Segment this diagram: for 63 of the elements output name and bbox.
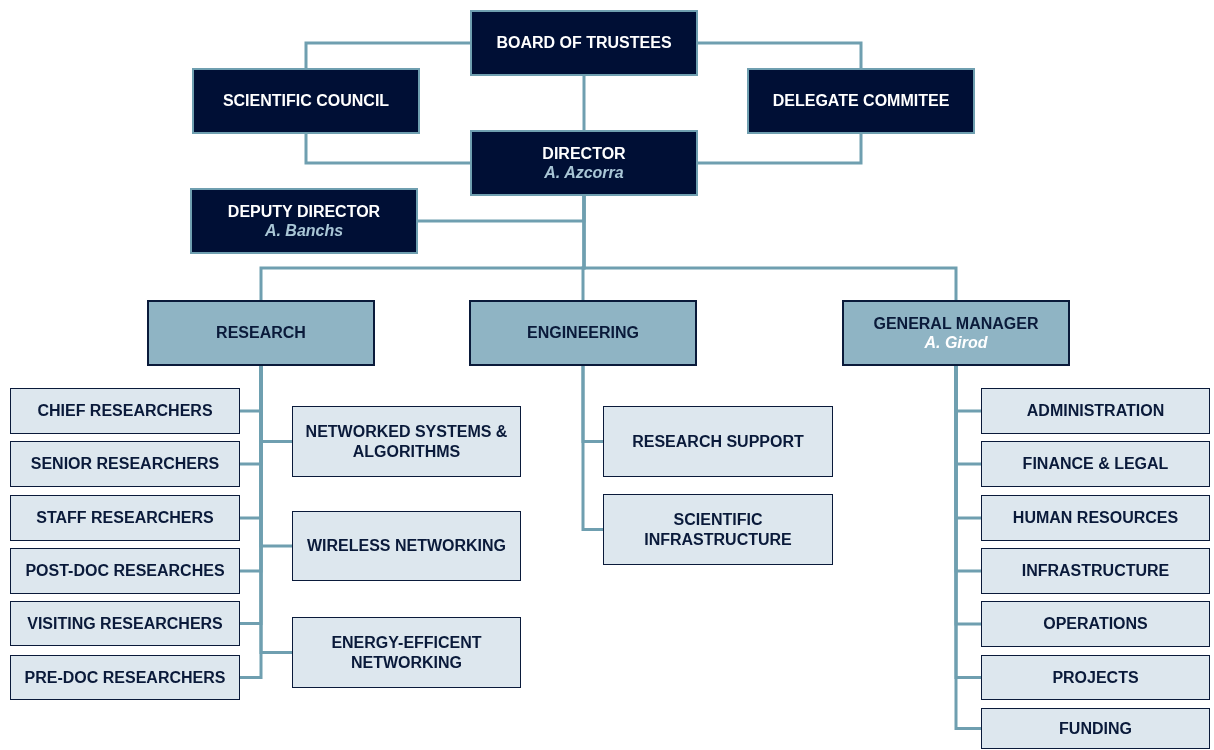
unit-title: SENIOR RESEARCHERS xyxy=(30,454,220,474)
org-box xyxy=(842,300,1070,366)
org-box xyxy=(981,548,1210,594)
org-box xyxy=(981,388,1210,434)
org-box xyxy=(981,655,1210,700)
org-box xyxy=(747,68,975,134)
connector-line xyxy=(581,366,603,531)
connector-line xyxy=(582,196,958,300)
unit-title: DIRECTOR xyxy=(542,143,626,163)
org-box xyxy=(603,406,833,477)
unit-title: INFRASTRUCTURE xyxy=(1021,561,1170,581)
unit-title: BOARD OF TRUSTEES xyxy=(496,33,672,53)
connector-line xyxy=(582,76,586,130)
unit-title: NETWORKED SYSTEMS & ALGORITHMS xyxy=(304,422,509,461)
unit-title: GENERAL MANAGER xyxy=(873,313,1039,333)
unit-title: ADMINISTRATION xyxy=(1026,401,1165,421)
org-box xyxy=(981,441,1210,487)
unit-title: SCIENTIFIC COUNCIL xyxy=(222,91,390,111)
connector-line xyxy=(304,134,470,165)
org-box xyxy=(10,495,240,541)
org-box xyxy=(470,10,698,76)
org-box xyxy=(292,617,521,688)
org-box xyxy=(192,68,420,134)
org-box xyxy=(10,388,240,434)
unit-title: HUMAN RESOURCES xyxy=(1012,508,1179,528)
org-box xyxy=(603,494,833,565)
org-box xyxy=(10,441,240,487)
unit-title: POST-DOC RESEARCHES xyxy=(25,561,225,581)
connector-line xyxy=(304,41,470,68)
connector-line xyxy=(698,134,863,165)
unit-title: CHIEF RESEARCHERS xyxy=(37,401,213,421)
person-name: A. Banchs xyxy=(264,221,344,241)
org-box xyxy=(469,300,697,366)
unit-title: STAFF RESEARCHERS xyxy=(36,508,214,528)
org-box xyxy=(981,601,1210,647)
unit-title: PROJECTS xyxy=(1052,667,1139,688)
org-box xyxy=(190,188,418,254)
org-box xyxy=(10,548,240,594)
connector-line xyxy=(698,41,863,68)
unit-title: FINANCE & LEGAL xyxy=(1022,454,1169,474)
unit-title: RESEARCH xyxy=(216,323,306,343)
unit-title: OPERATIONS xyxy=(1043,614,1148,634)
org-box xyxy=(470,130,698,196)
person-name: A. Girod xyxy=(924,333,988,353)
unit-title: WIRELESS NETWORKING xyxy=(306,536,507,556)
org-box xyxy=(981,708,1210,749)
org-box xyxy=(292,406,521,477)
unit-title: ENGINEERING xyxy=(527,323,639,343)
unit-title: PRE-DOC RESEARCHERS xyxy=(24,667,226,688)
unit-title: DEPUTY DIRECTOR xyxy=(227,201,381,221)
unit-title: DELEGATE COMMITEE xyxy=(772,91,950,111)
org-box xyxy=(981,495,1210,541)
connector-line xyxy=(259,366,292,654)
person-name: A. Azcorra xyxy=(544,163,624,183)
org-box xyxy=(292,511,521,581)
unit-title: ENERGY-EFFICENT NETWORKING xyxy=(330,633,483,672)
unit-title: FUNDING xyxy=(1059,718,1132,739)
unit-title: SCIENTIFIC INFRASTRUCTURE xyxy=(643,510,793,549)
unit-title: RESEARCH SUPPORT xyxy=(632,431,804,452)
unit-title: VISITING RESEARCHERS xyxy=(27,613,223,634)
org-box xyxy=(10,655,240,700)
org-box xyxy=(147,300,375,366)
org-box xyxy=(10,601,240,646)
